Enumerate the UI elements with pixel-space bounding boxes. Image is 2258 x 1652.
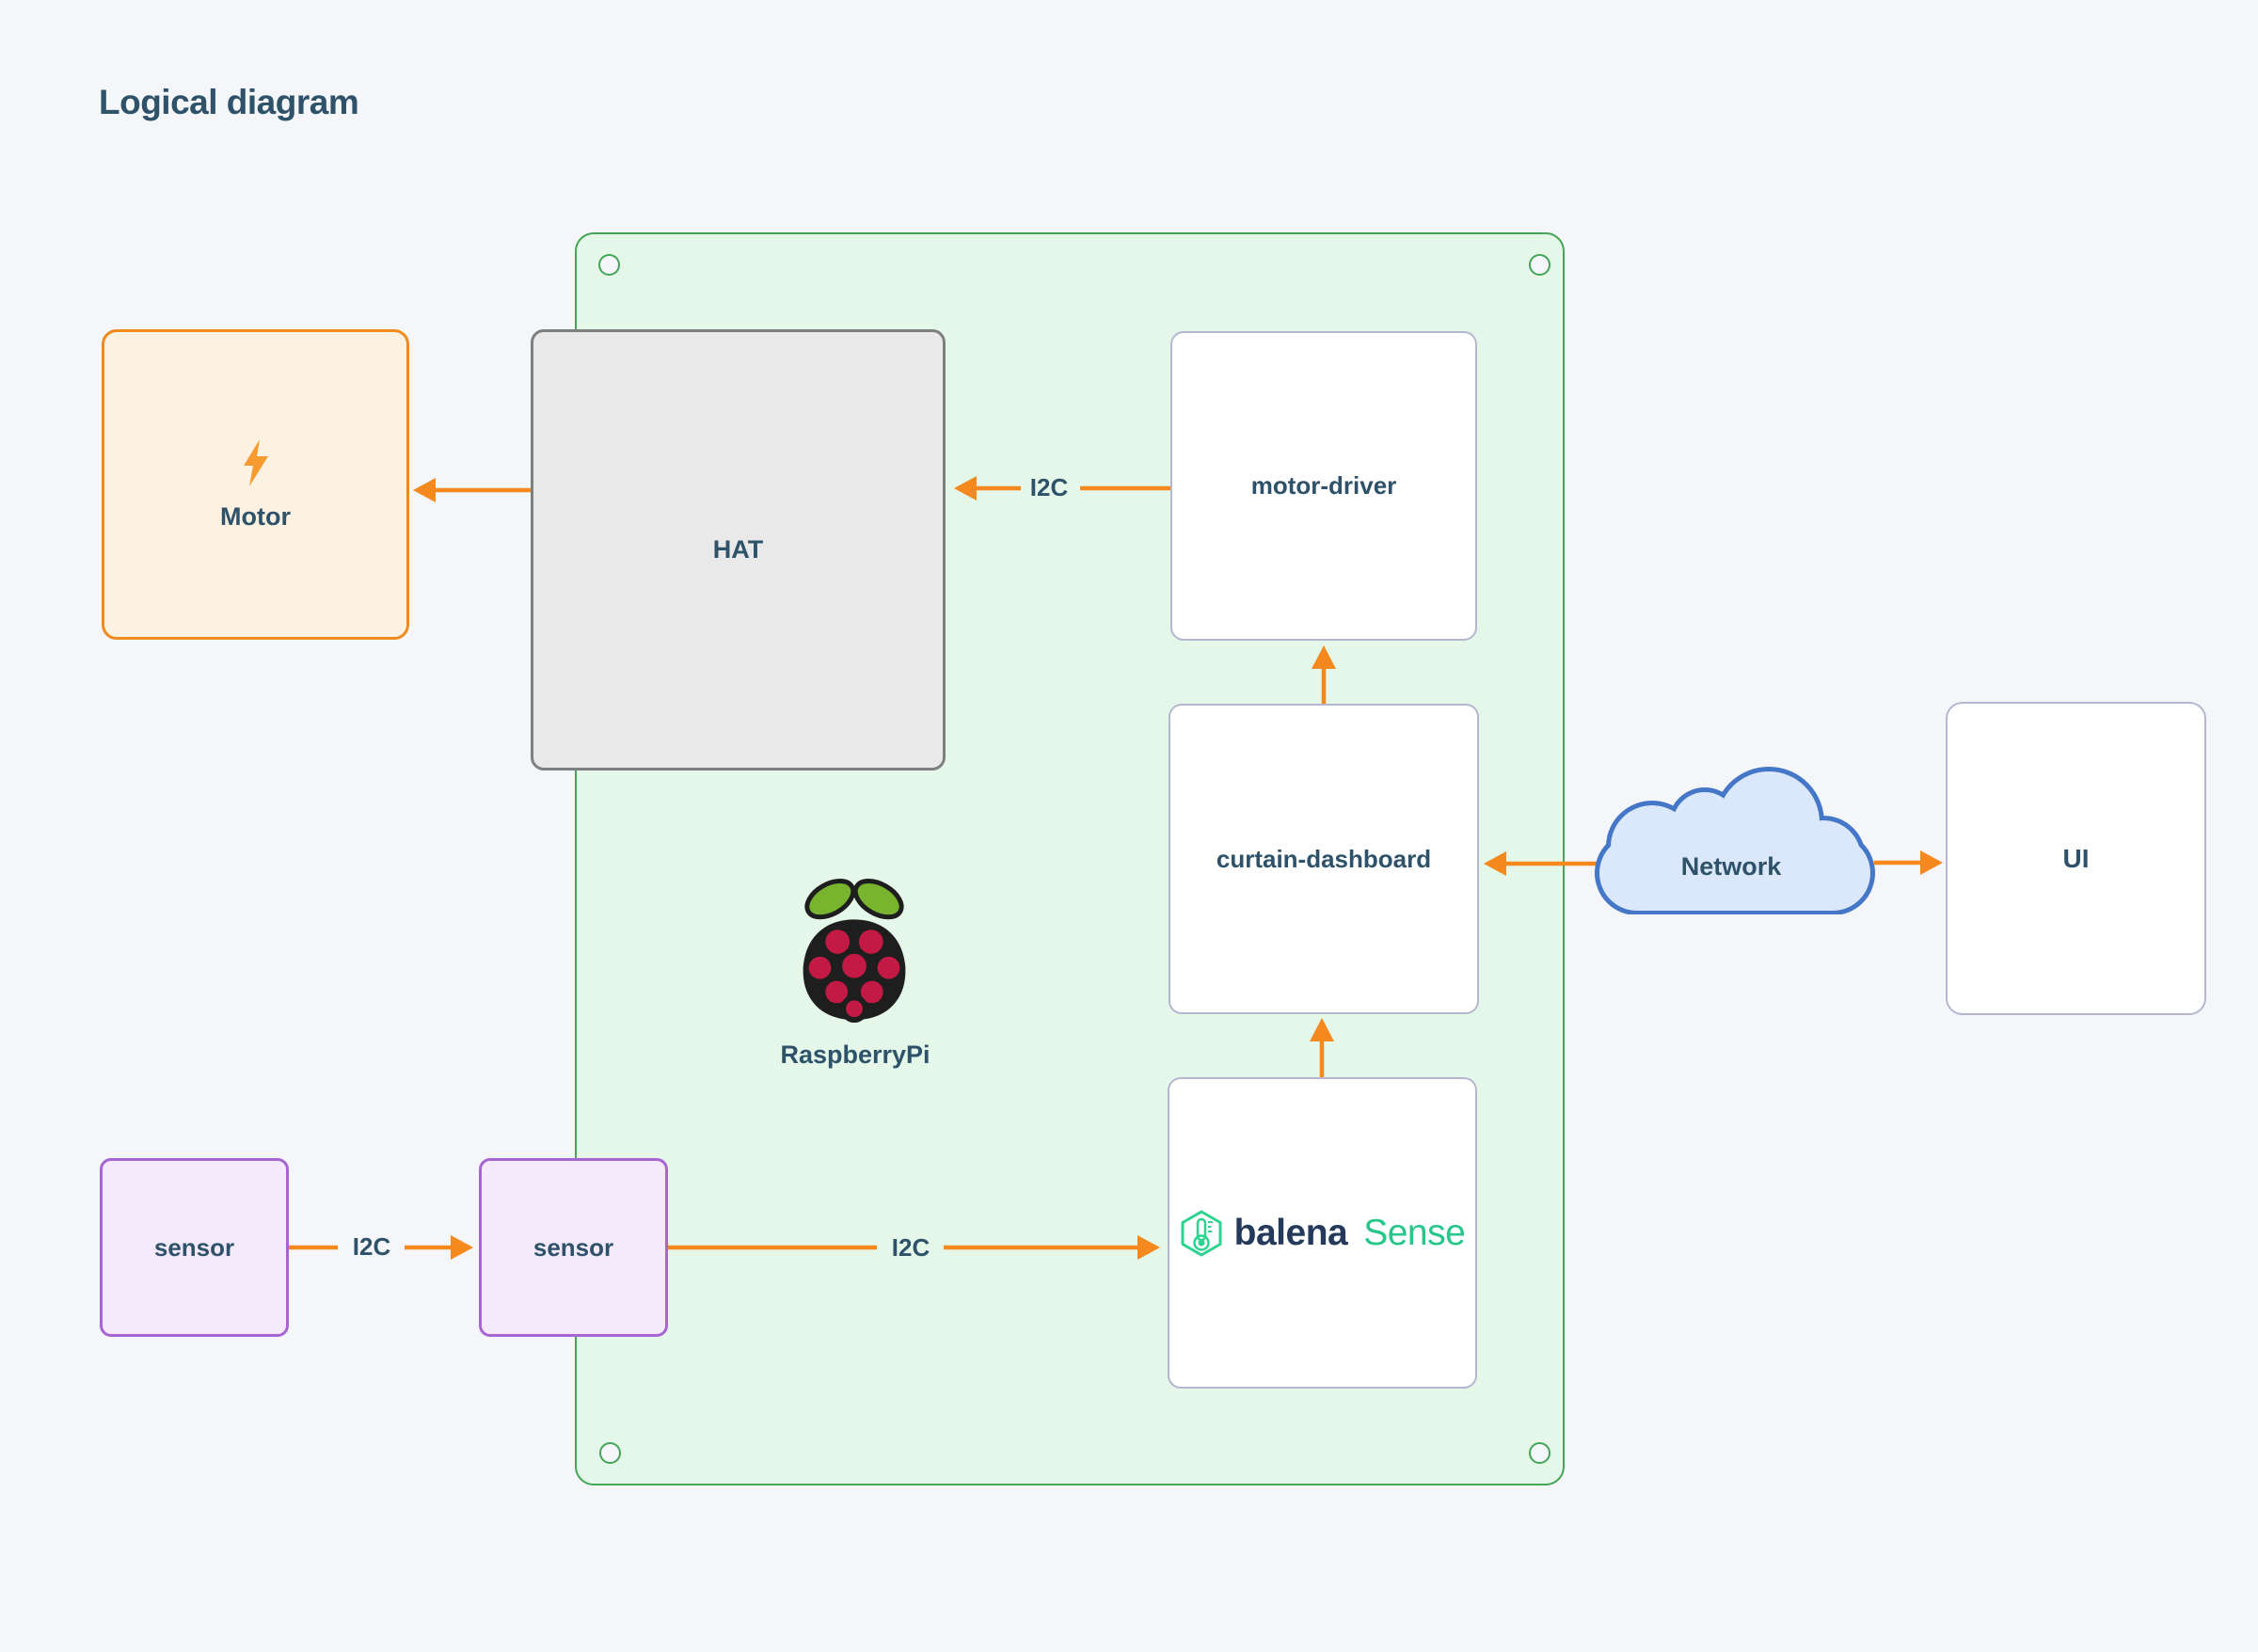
edge-label-i2c-sensors: I2C xyxy=(352,1231,391,1261)
node-motor: Motor xyxy=(102,329,409,640)
edge-label-i2c-motor-driver: I2C xyxy=(1029,472,1069,501)
edge-label-i2c-balena: I2C xyxy=(891,1232,930,1262)
node-ui-label: UI xyxy=(2062,843,2090,873)
node-hat-label: HAT xyxy=(712,535,764,564)
node-sensor-onboard-label: sensor xyxy=(533,1232,614,1262)
mounting-hole xyxy=(598,254,620,276)
node-network-label: Network xyxy=(1680,851,1782,881)
network-cloud-shape xyxy=(1595,767,1875,914)
node-hat: HAT xyxy=(531,329,946,770)
mounting-hole xyxy=(599,1442,621,1464)
node-sensor-external: sensor xyxy=(100,1158,289,1337)
edge-network-to-ui xyxy=(1874,850,1943,875)
edge-hat-to-motor xyxy=(413,478,531,502)
node-curtain-dashboard: curtain-dashboard xyxy=(1169,704,1479,1014)
node-sensor-onboard: sensor xyxy=(479,1158,668,1337)
raspberry-pi-caption: RaspberryPi xyxy=(780,1040,930,1069)
node-ui: UI xyxy=(1946,702,2206,1015)
node-sensor-external-label: sensor xyxy=(153,1232,235,1262)
node-balena-sense: balena Sense xyxy=(1168,1077,1477,1389)
balena-product-text: Sense xyxy=(1363,1212,1466,1253)
raspberry-pi-logo xyxy=(803,879,906,1024)
balena-brand-text: balena xyxy=(1233,1212,1348,1253)
mounting-hole xyxy=(1529,254,1550,276)
node-motor-driver: motor-driver xyxy=(1170,331,1477,641)
node-curtain-dashboard-label: curtain-dashboard xyxy=(1216,844,1432,873)
balena-hexagon-icon xyxy=(1181,1210,1222,1256)
page-title: Logical diagram xyxy=(99,83,359,121)
node-motor-driver-label: motor-driver xyxy=(1250,471,1397,500)
mounting-hole xyxy=(1529,1442,1550,1464)
node-motor-label: Motor xyxy=(220,501,291,531)
lightning-bolt-icon xyxy=(243,438,268,486)
